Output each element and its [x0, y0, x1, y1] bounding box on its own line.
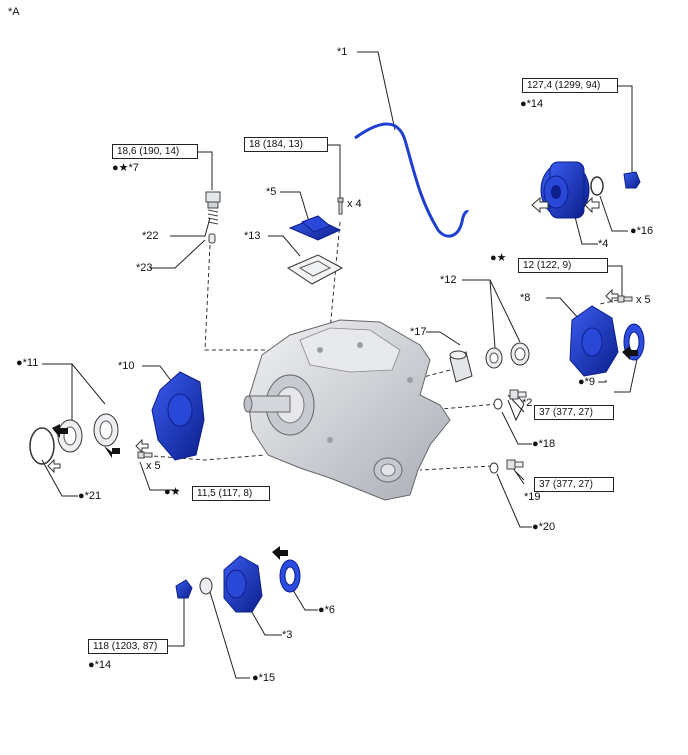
part-label-9: ●*9 — [578, 376, 596, 388]
part-label-6: ●*6 — [318, 604, 336, 616]
plug-spring-assembly — [205, 191, 221, 244]
transfer-housing — [243, 319, 451, 501]
part-label-21: ●*21 — [78, 490, 102, 502]
figure-label: *A — [8, 6, 20, 18]
arrow-outline — [584, 196, 600, 214]
part-label-11: ●*11 — [16, 357, 39, 369]
arrow-solid — [622, 346, 638, 360]
arrow-solid — [272, 546, 288, 560]
torque-box-3: 18 (184, 13) — [244, 137, 328, 152]
part-label-14-top: ●*14 — [520, 98, 544, 110]
arrow-outline — [531, 196, 549, 214]
bolt-x4 — [337, 197, 344, 215]
part-label-8: *8 — [520, 292, 531, 304]
part-label-3: *3 — [282, 629, 293, 641]
sleeve-17 — [449, 350, 473, 383]
o-ring-bottom — [199, 577, 213, 595]
part-label-2: *2 — [522, 397, 533, 409]
part-label-16: ●*16 — [630, 225, 654, 237]
leader-lines — [41, 51, 641, 679]
bolt-x5-right — [617, 295, 633, 303]
torque-box-1: 127,4 (1299, 94) — [522, 78, 618, 93]
part-label-12: *12 — [440, 274, 457, 286]
part-label-13: *13 — [244, 230, 261, 242]
plug-bottom — [175, 579, 193, 599]
o-ring-left — [29, 427, 55, 465]
part-label-10: *10 — [118, 360, 135, 372]
part-label-14-bottom: ●*14 — [88, 659, 112, 671]
arrow-hatched — [47, 458, 61, 474]
side-cover-right — [569, 305, 619, 377]
quantity-x5-left: x 5 — [146, 460, 161, 472]
part-label-15: ●*15 — [252, 672, 276, 684]
torque-box-2: 18,6 (190, 14) — [112, 144, 198, 159]
arrow-hatched — [605, 288, 619, 304]
plug-top — [623, 171, 641, 189]
washer-18 — [493, 398, 503, 410]
oil-seal-bottom — [279, 559, 301, 593]
arrow-hatched — [135, 438, 149, 454]
arrow-solid — [52, 424, 68, 438]
part-label-20: ●*20 — [532, 521, 556, 533]
part-label-19: *19 — [524, 491, 541, 503]
o-ring-top — [590, 176, 604, 196]
arrow-solid — [104, 446, 120, 458]
part-label-5: *5 — [266, 186, 277, 198]
breather-hose — [354, 122, 470, 238]
gasket — [286, 254, 344, 285]
washer-20 — [489, 462, 499, 474]
part-label-7: ●★*7 — [112, 162, 139, 174]
front-cover — [223, 555, 263, 613]
torque-box-6: 37 (377, 27) — [534, 477, 614, 492]
part-label-23: *23 — [136, 262, 153, 274]
part-label-4: *4 — [598, 238, 609, 250]
side-cover-left — [151, 371, 205, 461]
star-note-left: ●★ — [164, 486, 181, 498]
torque-box-4: 12 (122, 9) — [518, 258, 608, 273]
part-label-1: *1 — [337, 46, 348, 58]
part-label-18: ●*18 — [532, 438, 556, 450]
seals-12 — [485, 342, 530, 369]
bolt-x5-left — [137, 451, 153, 459]
seals-11 — [57, 413, 119, 453]
torque-box-5: 37 (377, 27) — [534, 405, 614, 420]
torque-box-7: 11,5 (117, 8) — [192, 486, 270, 501]
star-note-right: ●★ — [490, 252, 507, 264]
torque-box-8: 118 (1203, 87) — [88, 639, 168, 654]
part-label-17: *17 — [410, 326, 427, 338]
bolt-19 — [506, 459, 524, 470]
rear-cover-top — [540, 161, 590, 219]
bolt-2 — [509, 389, 527, 400]
quantity-x5-right: x 5 — [636, 294, 651, 306]
part-label-22: *22 — [142, 230, 159, 242]
quantity-x4: x 4 — [347, 198, 362, 210]
